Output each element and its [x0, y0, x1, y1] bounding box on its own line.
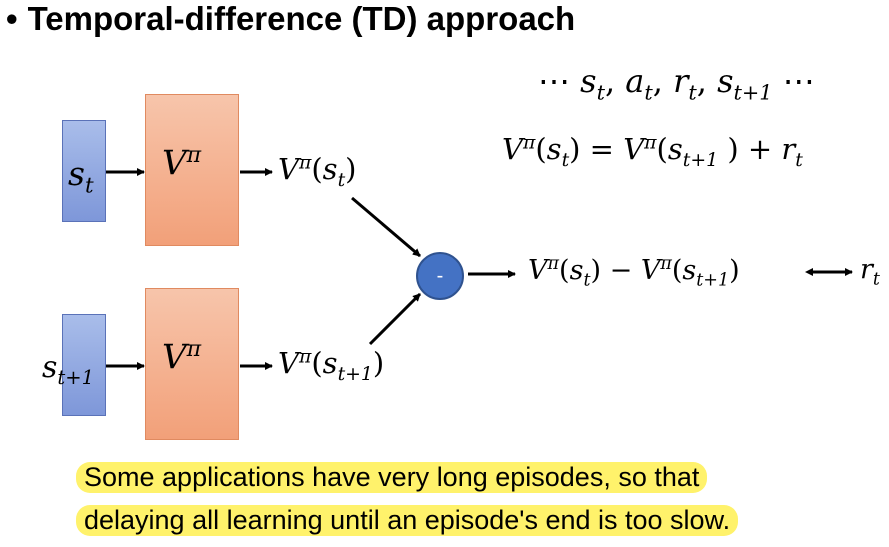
- output-v-st: Vπ(st): [278, 152, 357, 191]
- value-network-lower: [145, 288, 239, 440]
- caption-line-2: delaying all learning until an episode's…: [76, 505, 739, 536]
- value-network-upper-label: Vπ: [162, 142, 202, 184]
- title-bullet: •: [6, 0, 18, 37]
- state-st1-label: st+1: [42, 350, 94, 389]
- value-network-upper: [145, 94, 239, 246]
- title-text: Temporal-difference (TD) approach: [27, 0, 576, 37]
- caption-line-1: Some applications have very long episode…: [76, 462, 708, 493]
- td-equation: Vπ(st) = Vπ(st+1 ) + rt: [502, 132, 803, 171]
- minus-node: -: [416, 252, 464, 300]
- slide-title: •Temporal-difference (TD) approach: [6, 0, 575, 38]
- transition-sequence: ⋯ st, at, rt, st+1 ⋯: [538, 62, 815, 105]
- state-st-label: st: [68, 154, 94, 199]
- minus-node-label: -: [436, 265, 444, 287]
- arrow-vst-to-minus: [351, 196, 421, 258]
- arrow-vst1-to-minus: [368, 292, 422, 346]
- value-difference: Vπ(st) − Vπ(st+1): [528, 254, 740, 291]
- output-v-st1: Vπ(st+1): [278, 346, 385, 385]
- reward-rt: rt: [860, 254, 880, 290]
- state-st1-box: [62, 314, 106, 416]
- value-network-lower-label: Vπ: [162, 336, 202, 378]
- state-st-box: [62, 120, 106, 222]
